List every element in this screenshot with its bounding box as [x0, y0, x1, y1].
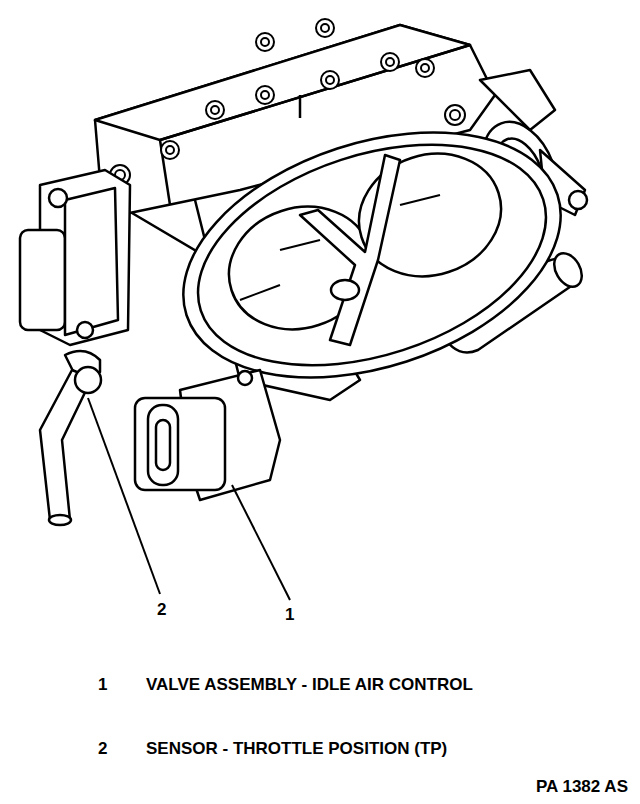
part-name: SENSOR - THROTTLE POSITION (TP)	[146, 740, 447, 759]
part-name: VALVE ASSEMBLY - IDLE AIR CONTROL	[146, 676, 473, 695]
figure-code: PA 1382 AS	[536, 778, 628, 797]
legend-number: 2	[98, 740, 107, 759]
callout-number: 2	[157, 601, 166, 620]
legend-number: 1	[98, 676, 107, 695]
callout-number: 1	[285, 606, 294, 625]
